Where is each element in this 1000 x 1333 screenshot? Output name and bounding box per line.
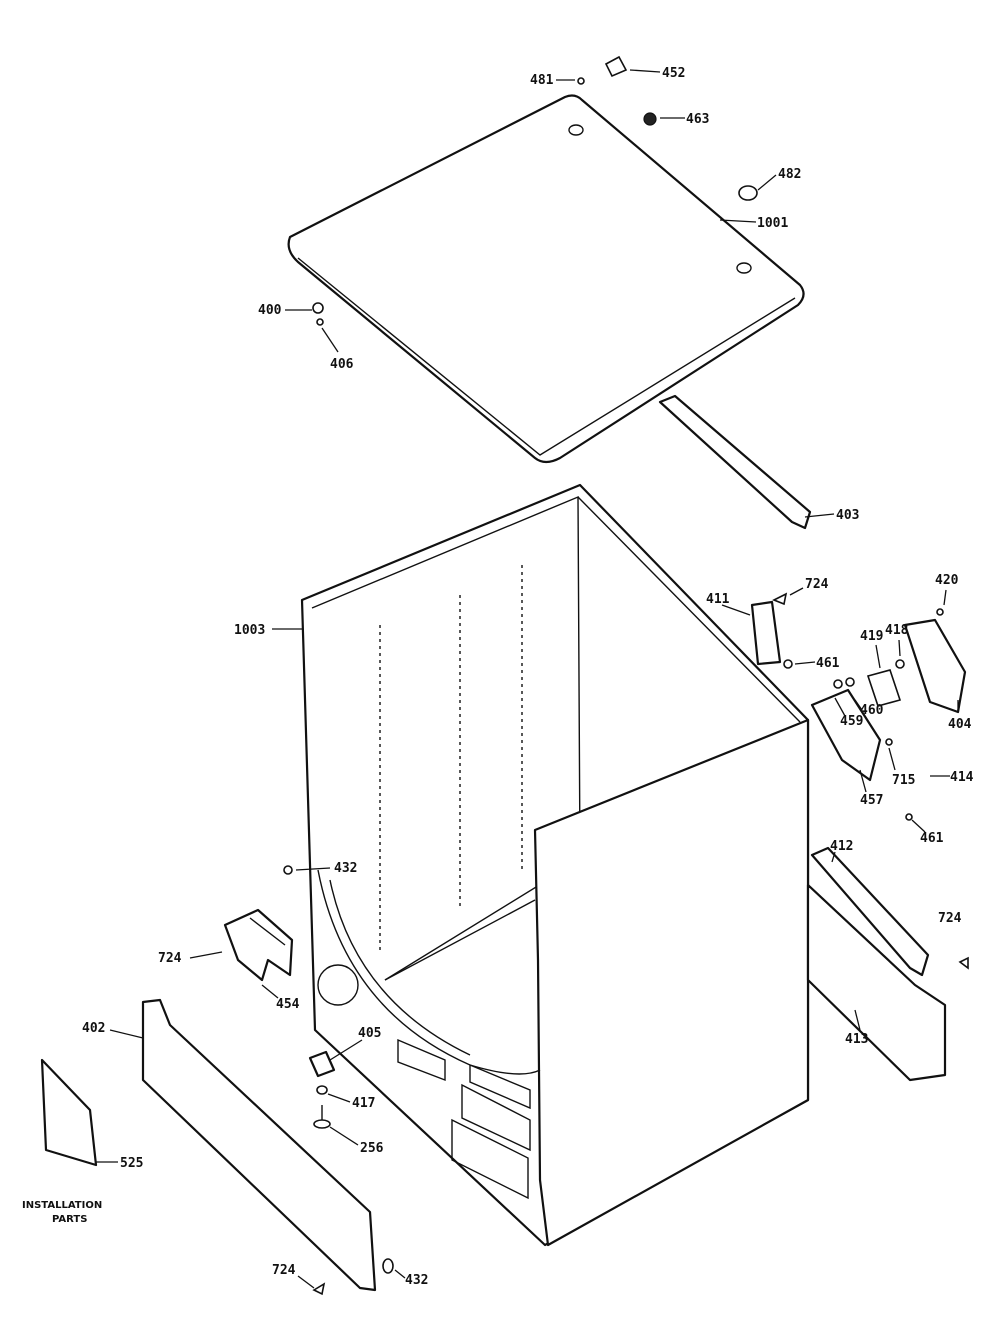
label-724-c: 724 — [158, 951, 182, 966]
right-brackets — [750, 592, 969, 1082]
label-482: 482 — [778, 167, 801, 182]
label-411: 411 — [706, 592, 730, 607]
label-406: 406 — [330, 357, 354, 372]
label-454: 454 — [276, 997, 300, 1012]
part-labels: 481 452 463 482 1001 400 406 403 1003 41… — [22, 66, 974, 1288]
front-rail — [658, 394, 812, 530]
label-457: 457 — [860, 793, 883, 808]
label-525: 525 — [120, 1156, 143, 1171]
top-panel — [287, 94, 805, 464]
label-414: 414 — [950, 770, 974, 785]
leader-lines — [96, 69, 959, 1289]
installation-label-line1: INSTALLATION — [22, 1200, 102, 1211]
label-400: 400 — [258, 303, 282, 318]
top-small-parts — [312, 55, 758, 326]
label-461-b: 461 — [920, 831, 944, 846]
label-420: 420 — [935, 573, 959, 588]
label-432-b: 432 — [405, 1273, 428, 1288]
label-417: 417 — [352, 1096, 375, 1111]
label-413: 413 — [845, 1032, 868, 1047]
label-1003: 1003 — [234, 623, 265, 638]
label-1001: 1001 — [757, 216, 788, 231]
front-lower-parts — [40, 865, 394, 1296]
label-724-a: 724 — [805, 577, 829, 592]
label-405: 405 — [358, 1026, 381, 1041]
label-404: 404 — [948, 717, 972, 732]
label-418: 418 — [885, 623, 909, 638]
label-403: 403 — [836, 508, 859, 523]
label-481-top: 481 — [530, 73, 554, 88]
label-402: 402 — [82, 1021, 105, 1036]
label-724-d: 724 — [272, 1263, 296, 1278]
label-419: 419 — [860, 629, 883, 644]
label-412: 412 — [830, 839, 853, 854]
label-432-a: 432 — [334, 861, 357, 876]
cabinet — [300, 483, 810, 1247]
label-256: 256 — [360, 1141, 384, 1156]
label-460: 460 — [860, 703, 884, 718]
label-715: 715 — [892, 773, 915, 788]
label-452: 452 — [662, 66, 685, 81]
label-459: 459 — [840, 714, 863, 729]
label-463: 463 — [686, 112, 709, 127]
label-461-a: 461 — [816, 656, 840, 671]
installation-label-line2: PARTS — [52, 1214, 87, 1225]
label-724-b: 724 — [938, 911, 962, 926]
